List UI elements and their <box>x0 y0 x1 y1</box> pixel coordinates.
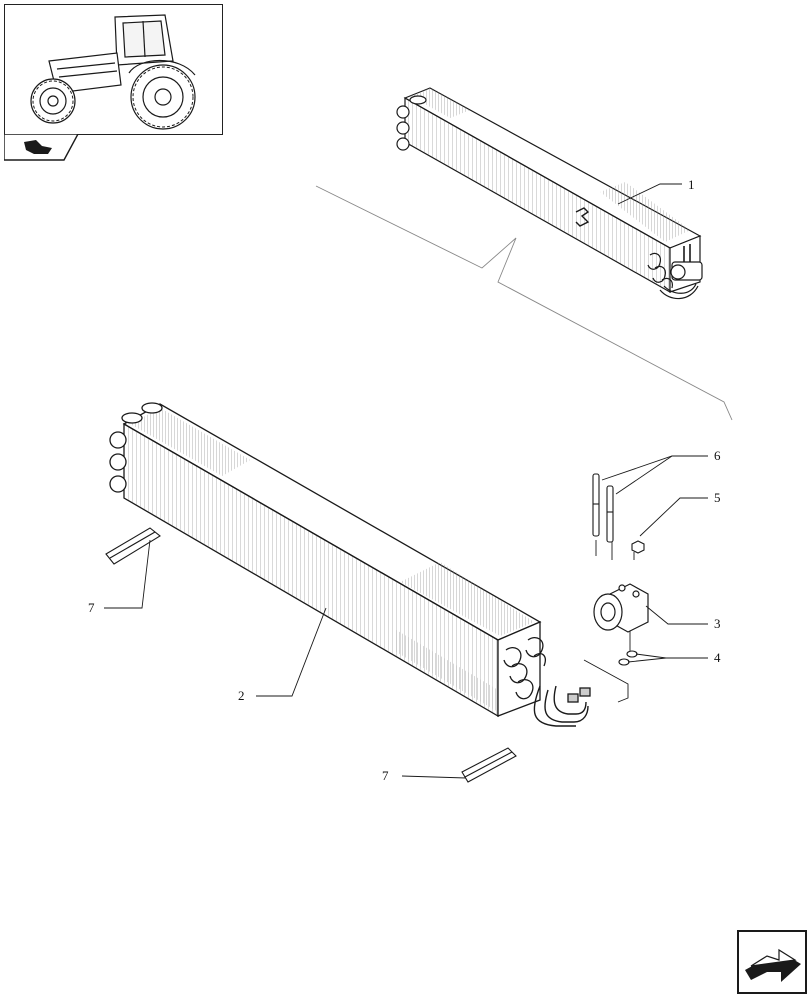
rubber-strips <box>105 527 517 783</box>
callout-labels: 1 2 3 4 5 6 7 7 <box>88 177 721 783</box>
callout-5: 5 <box>714 490 721 505</box>
connector-lines <box>315 185 733 421</box>
plug <box>631 540 645 554</box>
callout-7b: 7 <box>382 768 389 783</box>
next-page-button[interactable] <box>737 930 807 994</box>
tractor-thumbnail-icon <box>30 14 196 130</box>
callout-1: 1 <box>688 177 695 192</box>
evaporator-main <box>109 402 591 727</box>
callout-2: 2 <box>238 688 245 703</box>
callout-7a: 7 <box>88 600 95 615</box>
callout-6: 6 <box>714 448 721 463</box>
callout-leaders <box>104 183 708 779</box>
expansion-valve <box>593 583 649 633</box>
o-rings <box>618 650 638 666</box>
section-tab-icon <box>4 134 79 161</box>
tractor-thumbnail <box>4 4 223 135</box>
callout-3: 3 <box>714 616 721 631</box>
next-page-arrow-icon <box>745 948 801 982</box>
evaporator-top <box>396 87 703 300</box>
callout-4: 4 <box>714 650 721 665</box>
screws <box>592 473 614 543</box>
